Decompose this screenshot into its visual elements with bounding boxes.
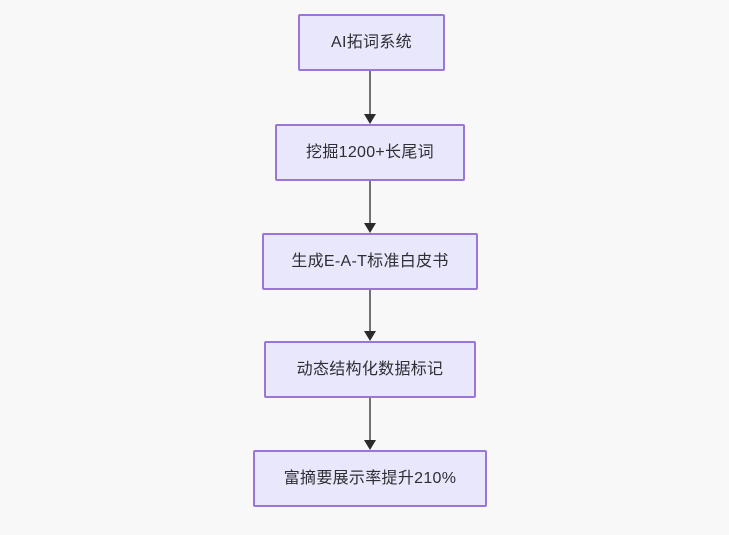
edge-line [369,398,371,440]
edge-node3-to-node4 [362,290,378,341]
edge-line [369,71,371,114]
arrowhead-icon [364,331,376,341]
flow-node-label: AI拓词系统 [331,33,412,51]
edge-line [369,290,371,331]
edge-node4-to-node5 [362,398,378,450]
flow-node-label: 动态结构化数据标记 [296,360,444,378]
arrowhead-icon [364,440,376,450]
flow-node-label: 富摘要展示率提升210% [283,469,457,487]
flow-node-rich-snippet-impression-uplift[interactable]: 富摘要展示率提升210% [253,450,487,507]
flow-node-label: 挖掘1200+长尾词 [306,143,434,161]
flow-node-dynamic-structured-data-markup[interactable]: 动态结构化数据标记 [264,341,476,398]
edge-line [369,181,371,223]
flow-node-ai-keyword-system[interactable]: AI拓词系统 [298,14,445,71]
flow-node-mine-longtail-keywords[interactable]: 挖掘1200+长尾词 [275,124,465,181]
edge-node1-to-node2 [362,71,378,124]
arrowhead-icon [364,223,376,233]
flow-node-generate-eat-whitepaper[interactable]: 生成E-A-T标准白皮书 [262,233,478,290]
flow-node-label: 生成E-A-T标准白皮书 [291,252,449,270]
edge-node2-to-node3 [362,181,378,233]
arrowhead-icon [364,114,376,124]
